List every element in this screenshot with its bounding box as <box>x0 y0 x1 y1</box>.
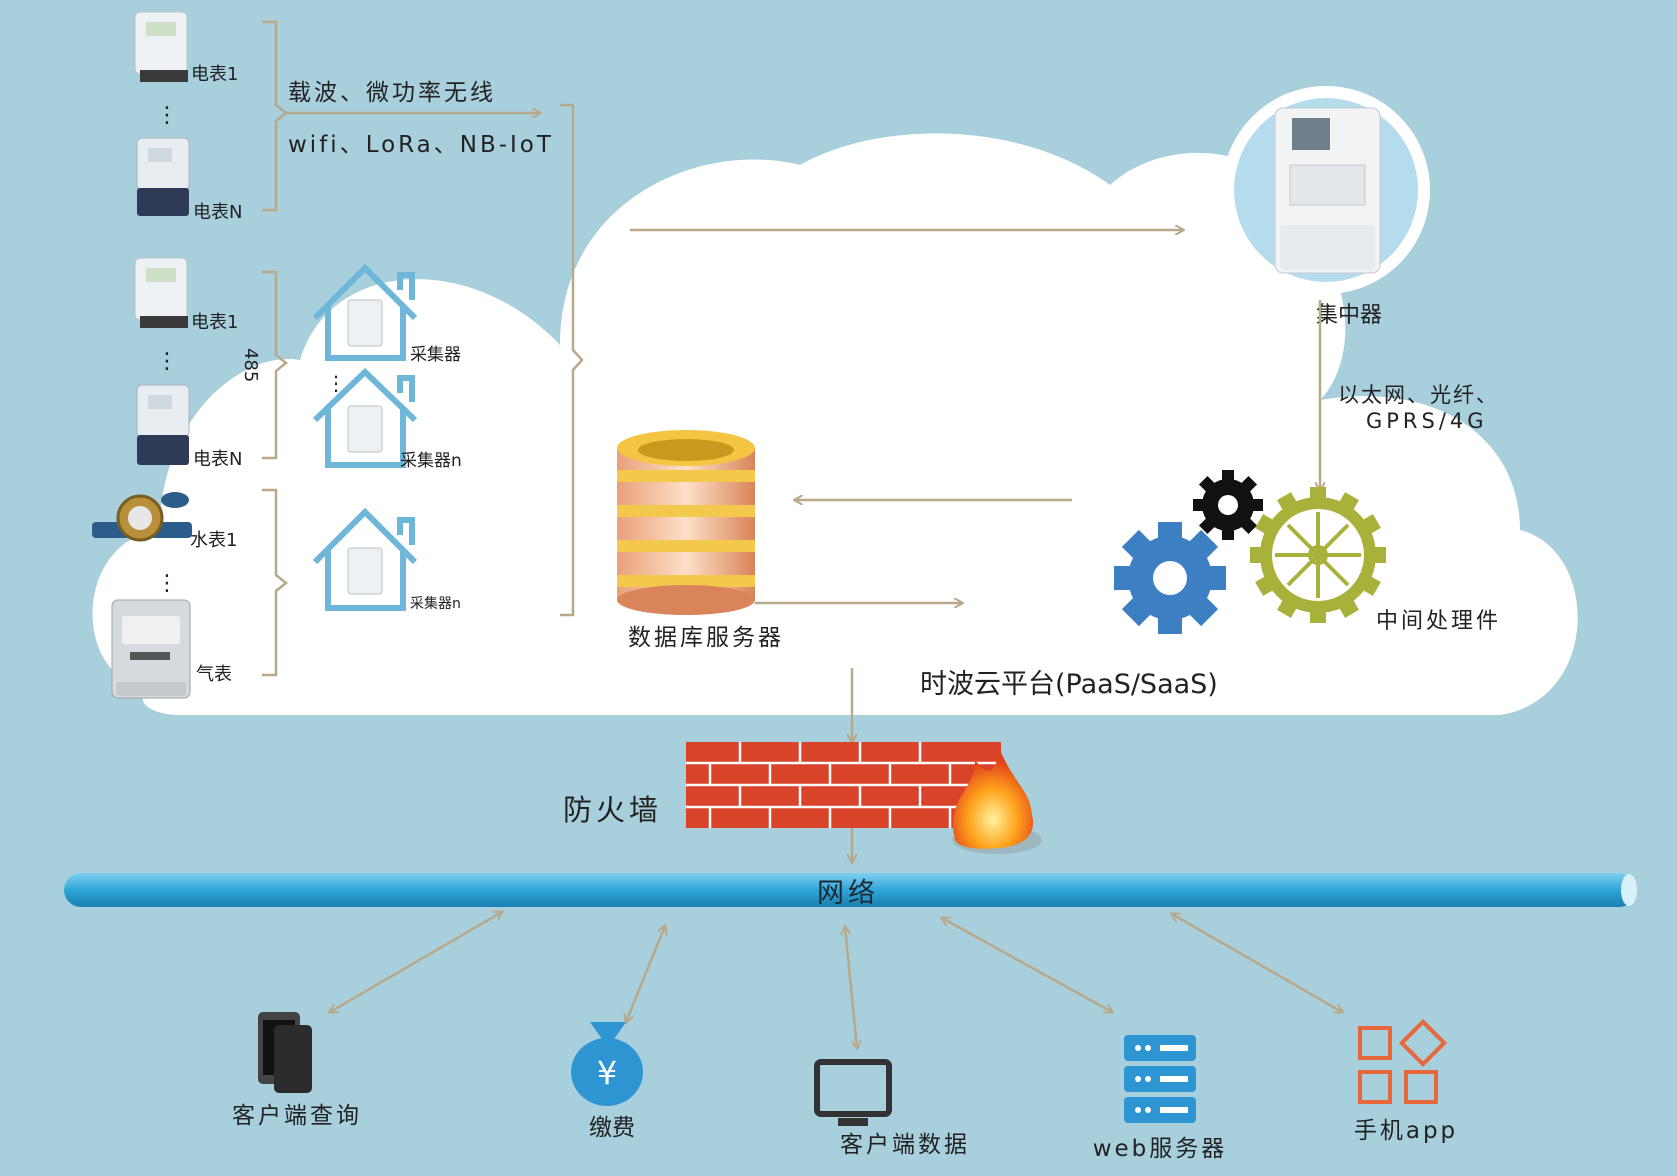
middleware-label: 中间处理件 <box>1376 609 1501 634</box>
wireless-label-line2: wifi、LoRa、NB-IoT <box>288 132 554 158</box>
collector-meter-icon <box>347 405 383 453</box>
black-gear-icon <box>1193 470 1263 540</box>
wireless-label-line1: 载波、微功率无线 <box>288 80 496 106</box>
ethernet-label-line2: GPRS/4G <box>1366 409 1488 433</box>
monitor-icon <box>814 1059 892 1126</box>
electric-meter-1b-icon <box>134 257 188 328</box>
electric-meter-1a-label: 电表1 <box>191 64 238 85</box>
collector-meter-icon <box>347 547 383 595</box>
water-meter-label: 水表1 <box>190 530 237 551</box>
client-query-label: 客户端查询 <box>232 1103 362 1129</box>
firewall-brick-icon <box>686 742 1001 828</box>
collector-n1-label: 采集器n <box>400 451 462 471</box>
electric-meter-nb-label: 电表N <box>193 449 242 470</box>
platform-label: 时波云平台(PaaS/SaaS) <box>920 669 1218 700</box>
collector-label: 采集器 <box>410 345 461 365</box>
phone-icon <box>258 1012 312 1093</box>
gas-meter-icon <box>111 599 191 699</box>
electric-meter-1b-label: 电表1 <box>191 312 238 333</box>
firewall-label: 防火墙 <box>563 793 662 827</box>
rs485-label: 485 <box>240 348 261 382</box>
fire-icon <box>952 750 1042 854</box>
electric-meter-na-label: 电表N <box>193 202 242 223</box>
money-bag-icon: ¥ <box>571 1022 643 1106</box>
network-label: 网络 <box>817 878 879 909</box>
collector-n2-house-icon <box>312 507 418 611</box>
ellipsis-dots: ⋮ <box>326 371 346 395</box>
ellipsis-dots: ⋮ <box>156 103 178 128</box>
gas-meter-label: 气表 <box>196 664 232 685</box>
server-icon <box>1124 1035 1196 1123</box>
currency-symbol: ¥ <box>597 1054 617 1092</box>
collector-house-icon <box>312 263 418 361</box>
water-meter-icon <box>92 492 192 542</box>
app-grid-icon <box>1358 1018 1448 1104</box>
ellipsis-dots: ⋮ <box>156 349 178 374</box>
ellipsis-dots: ⋮ <box>156 571 178 596</box>
ethernet-label-line1: 以太网、光纤、 <box>1338 383 1499 407</box>
client-data-label: 客户端数据 <box>840 1132 970 1158</box>
electric-meter-nb-icon <box>136 384 190 465</box>
database-server-icon <box>617 430 755 615</box>
concentrator-label: 集中器 <box>1316 303 1382 328</box>
collector-meter-icon <box>347 299 383 347</box>
olive-gear-icon <box>1250 487 1386 623</box>
blue-gear-icon <box>1114 522 1226 634</box>
collector-n1-house-icon <box>312 367 418 468</box>
electric-meter-1a-icon <box>134 11 188 82</box>
concentrator-icon <box>1222 86 1430 294</box>
payment-label: 缴费 <box>589 1115 635 1141</box>
database-label: 数据库服务器 <box>628 625 784 651</box>
mobile-app-label: 手机app <box>1354 1118 1458 1144</box>
network-pipe <box>64 873 1637 907</box>
collector-n2-label: 采集器n <box>410 595 461 612</box>
client-link-arrows <box>330 912 1342 1048</box>
electric-meter-na-icon <box>136 137 190 216</box>
web-server-label: web服务器 <box>1093 1136 1228 1162</box>
